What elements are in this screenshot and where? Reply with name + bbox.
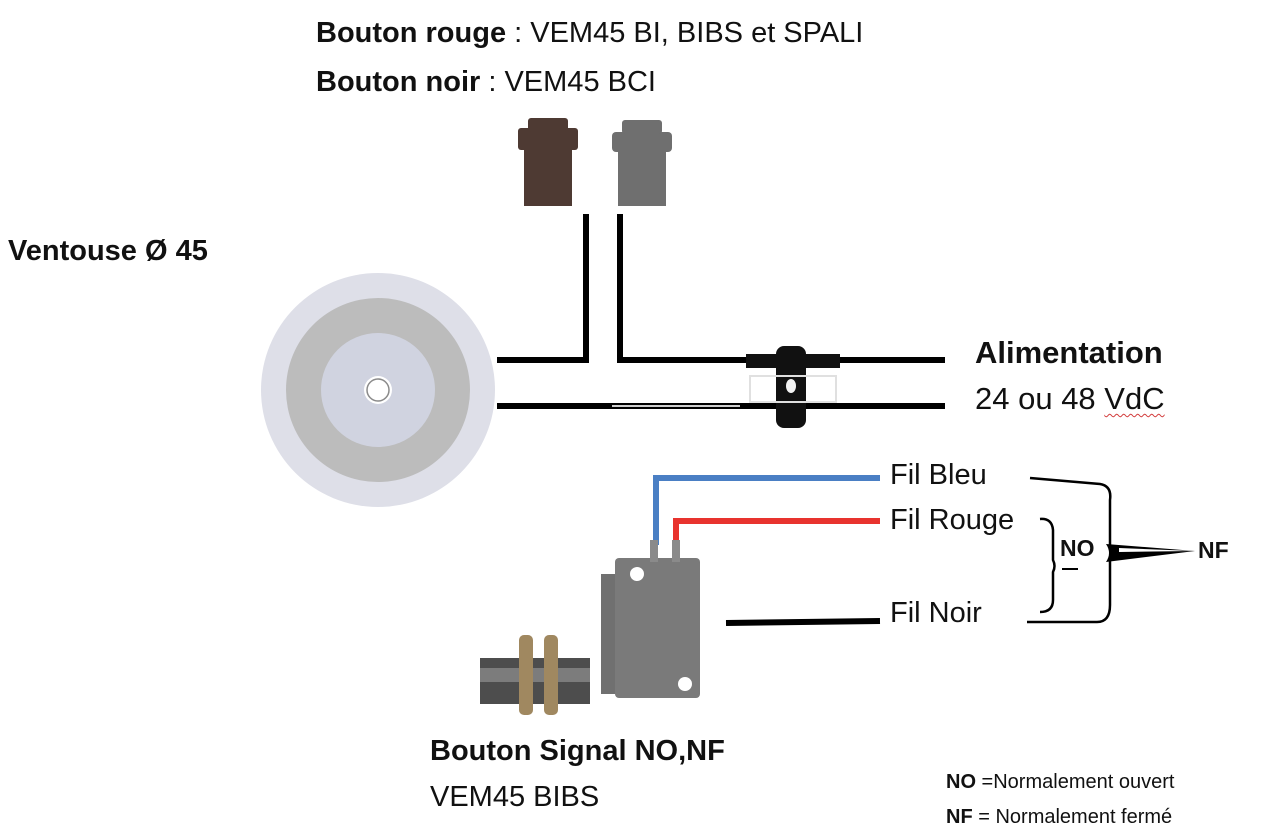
no-contact-label: NO [1060, 535, 1095, 561]
black-button-wire [617, 214, 945, 363]
magnet-label: Ventouse Ø 45 [8, 235, 208, 267]
switch-title: Bouton Signal NO,NF [430, 735, 725, 767]
black-button-icon [612, 120, 672, 206]
red-button-wire [497, 214, 589, 363]
blue-wire-label: Fil Bleu [890, 459, 987, 491]
caption-separator: : [480, 66, 505, 98]
red-button-label: Bouton rouge [316, 17, 507, 49]
red-button-models: VEM45 BI, BIBS et SPALI [530, 17, 864, 49]
power-title: Alimentation [975, 335, 1163, 370]
legend-nf-text: = Normalement fermé [972, 806, 1173, 828]
legend-nf-abbr: NF [946, 806, 973, 828]
black-button-models: VEM45 BCI [504, 66, 656, 98]
magnet-icon [261, 273, 495, 507]
legend-no-text: =Normalement ouvert [976, 771, 1175, 793]
caption-separator: : [506, 17, 531, 49]
power-voltage-prefix: 24 ou 48 [975, 381, 1105, 416]
black-wire [725, 618, 881, 626]
red-wire [673, 518, 880, 545]
black-button-label: Bouton noir [316, 66, 481, 98]
blue-wire [653, 475, 880, 545]
signal-switch-icon [480, 540, 716, 715]
inner-bracket [1039, 517, 1056, 614]
legend-no-abbr: NO [946, 771, 976, 793]
power-voltage: 24 ou 48 VdC [975, 382, 1165, 416]
black-wire-label: Fil Noir [890, 597, 982, 629]
switch-model: VEM45 BIBS [430, 781, 600, 813]
connector-icon [746, 346, 840, 428]
power-voltage-unit: VdC [1104, 381, 1165, 416]
red-wire-label: Fil Rouge [890, 504, 1015, 536]
legend-nf: NF = Normalement fermé [946, 805, 1172, 829]
legend-no: NO =Normalement ouvert [946, 770, 1174, 794]
nf-arrow [1106, 544, 1195, 562]
nf-contact-label: NF [1198, 537, 1229, 563]
red-button-icon [518, 118, 578, 206]
red-button-caption: Bouton rouge : VEM45 BI, BIBS et SPALI [316, 16, 863, 50]
black-button-caption: Bouton noir : VEM45 BCI [316, 65, 656, 99]
